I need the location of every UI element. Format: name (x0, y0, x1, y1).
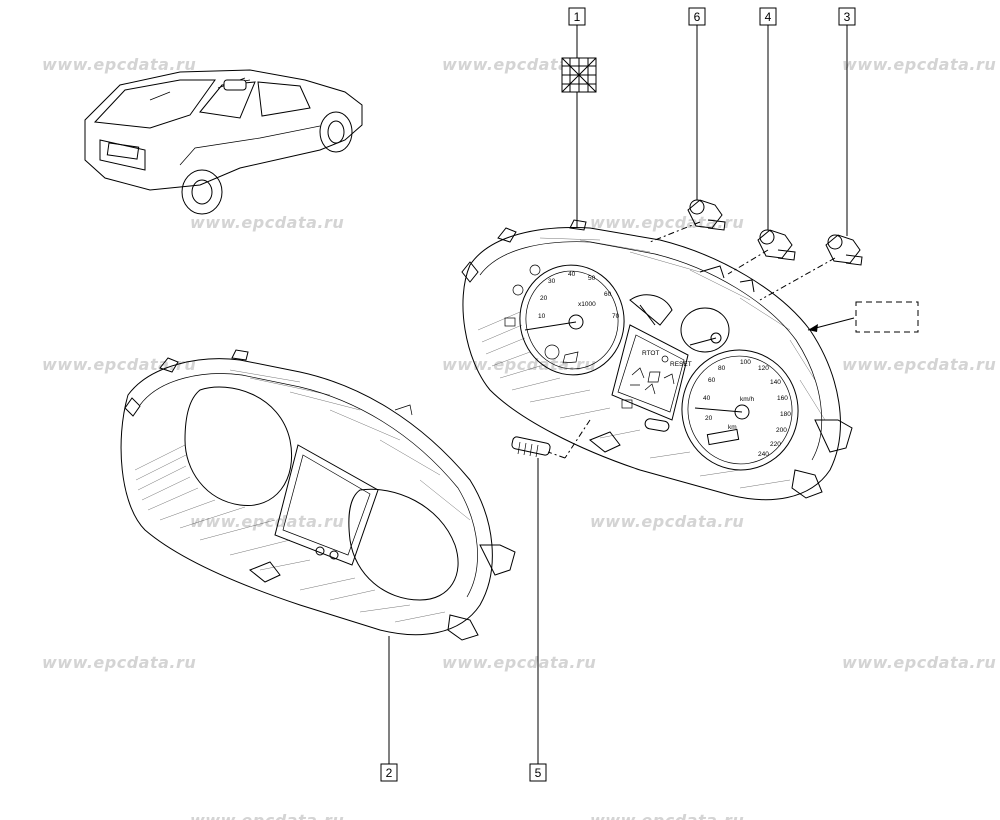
callout-label: 5 (535, 766, 542, 780)
speedometer-scale: 20 40 60 80 100 120 140 160 180 200 220 … (703, 359, 791, 458)
watermark-text: www.epcdata.ru (190, 213, 344, 232)
odo-label: km (728, 424, 737, 431)
watermark-text: www.epcdata.ru (42, 55, 196, 74)
watermark-text: www.epcdata.ru (590, 512, 744, 531)
tachometer-scale: 10 20 30 40 50 60 70 x1000 (538, 271, 620, 320)
reference-box (807, 301, 919, 333)
watermark-text: www.epcdata.ru (42, 653, 196, 672)
connector-symbol (561, 57, 597, 93)
speedo-tick: 220 (770, 441, 781, 448)
watermark-text: www.epcdata.ru (442, 653, 596, 672)
watermark-text: www.epcdata.ru (442, 55, 596, 74)
speedo-tick: 160 (777, 395, 788, 402)
callout-5[interactable]: 5 (529, 763, 547, 782)
watermark-text: www.epcdata.ru (442, 355, 596, 374)
speedo-tick: 40 (703, 395, 711, 402)
speedo-tick: 200 (776, 427, 787, 434)
speedo-tick: 240 (758, 451, 769, 458)
speedo-tick: 140 (770, 379, 781, 386)
watermark-text: www.epcdata.ru (590, 811, 744, 820)
speedo-tick: 120 (758, 365, 769, 372)
tach-tick: 20 (540, 295, 548, 302)
instrument-cluster-cover (120, 349, 516, 641)
callout-label: 6 (694, 10, 701, 24)
callout-6[interactable]: 6 (688, 7, 706, 26)
bulb-holder-4 (757, 229, 796, 261)
car-location-illustration (84, 69, 363, 215)
watermark-text: www.epcdata.ru (842, 355, 996, 374)
callout-label: 3 (844, 10, 851, 24)
callout-label: 1 (574, 10, 581, 24)
watermark-text: www.epcdata.ru (190, 811, 344, 820)
assembly-lines (547, 221, 836, 459)
watermark-text: www.epcdata.ru (190, 512, 344, 531)
speedo-unit: km/h (740, 396, 754, 403)
cluster-hatching (477, 237, 826, 489)
watermark-layer: www.epcdata.ru www.epcdata.ru www.epcdat… (42, 55, 996, 820)
watermark-text: www.epcdata.ru (842, 55, 996, 74)
tach-unit: x1000 (578, 301, 596, 308)
bulb-part (511, 436, 551, 458)
callout-2[interactable]: 2 (380, 763, 398, 782)
watermark-text: www.epcdata.ru (842, 653, 996, 672)
speedo-tick: 100 (740, 359, 751, 366)
speedo-tick: 80 (718, 365, 726, 372)
callout-4[interactable]: 4 (759, 7, 777, 26)
tach-tick: 70 (612, 313, 620, 320)
tach-tick: 30 (548, 278, 556, 285)
callout-1[interactable]: 1 (568, 7, 586, 26)
leader-lines (388, 25, 848, 764)
callout-3[interactable]: 3 (838, 7, 856, 26)
speedo-tick: 20 (705, 415, 713, 422)
tach-tick: 60 (604, 291, 612, 298)
cover-hatching (134, 369, 471, 623)
instrument-cluster-assembly: RTOT RESET km 10 20 30 40 50 60 70 x1000… (461, 219, 853, 501)
display-label-right: RESET (670, 361, 692, 368)
tach-tick: 10 (538, 313, 546, 320)
speedo-tick: 180 (780, 411, 791, 418)
speedo-tick: 60 (708, 377, 716, 384)
bulb-holder-3 (825, 234, 863, 266)
display-label-left: RTOT (642, 350, 659, 357)
tach-tick: 40 (568, 271, 576, 278)
callout-label: 2 (386, 766, 393, 780)
callout-label: 4 (765, 10, 772, 24)
tach-tick: 50 (588, 275, 596, 282)
watermark-text: www.epcdata.ru (42, 355, 196, 374)
